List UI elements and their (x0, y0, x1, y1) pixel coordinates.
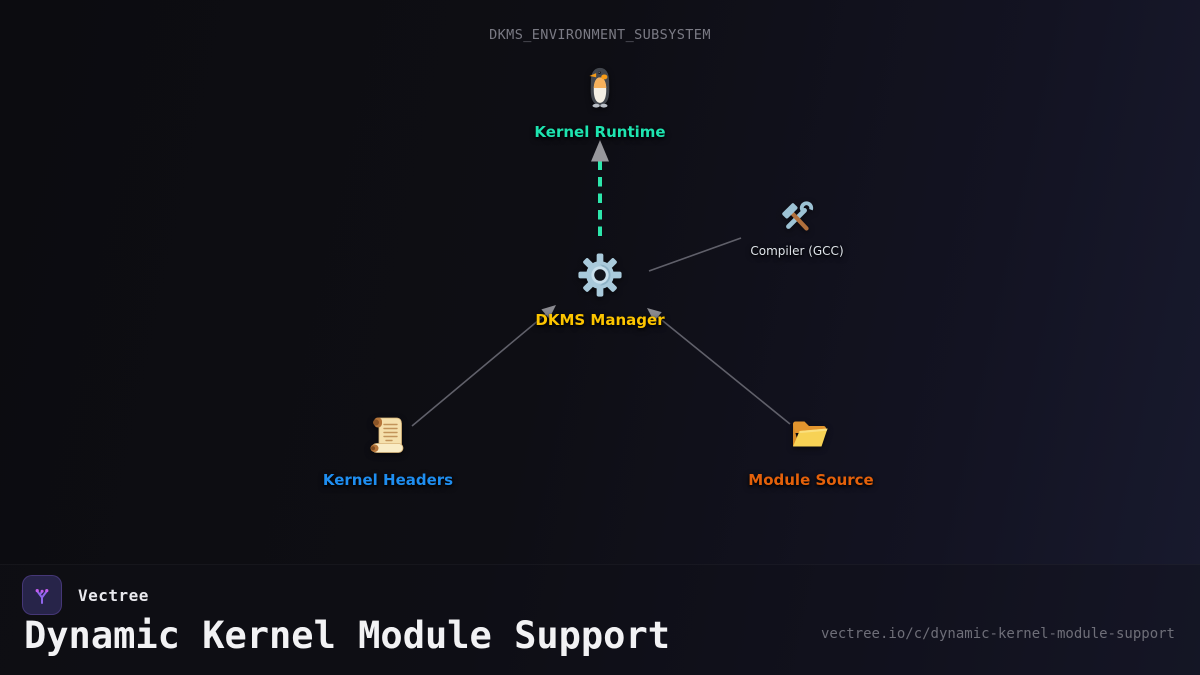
node-compiler-gcc: Compiler (GCC) (717, 198, 877, 258)
gear-icon (578, 253, 622, 297)
node-kernel-headers: Kernel Headers (308, 411, 468, 489)
node-dkms-manager: DKMS Manager (520, 251, 680, 329)
node-label: Module Source (748, 471, 874, 489)
arrowhead-icon (591, 140, 609, 162)
open-folder-icon (793, 421, 828, 447)
node-module-source: Module Source (731, 411, 891, 489)
brand-name: Vectree (78, 585, 149, 605)
node-label: DKMS Manager (535, 311, 665, 329)
footer: Vectree Dynamic Kernel Module Support ve… (0, 564, 1200, 675)
node-label: Kernel Runtime (534, 123, 666, 141)
node-label: Kernel Headers (322, 471, 454, 489)
brand-row: Vectree (22, 575, 149, 615)
hammer-wrench-icon (782, 201, 814, 231)
brand-logo (22, 575, 62, 615)
penguin-icon (589, 67, 610, 108)
edge-dkms-to-runtime (591, 140, 609, 236)
node-label: Compiler (GCC) (750, 244, 844, 258)
scroll-icon (370, 417, 404, 453)
footer-title: Dynamic Kernel Module Support (24, 614, 671, 657)
diagram-title: DKMS_ENVIRONMENT_SUBSYSTEM (489, 27, 711, 43)
vectree-branch-icon (35, 589, 49, 604)
footer-url: vectree.io/c/dynamic-kernel-module-suppo… (820, 626, 1175, 642)
node-kernel-runtime: Kernel Runtime (520, 63, 680, 141)
